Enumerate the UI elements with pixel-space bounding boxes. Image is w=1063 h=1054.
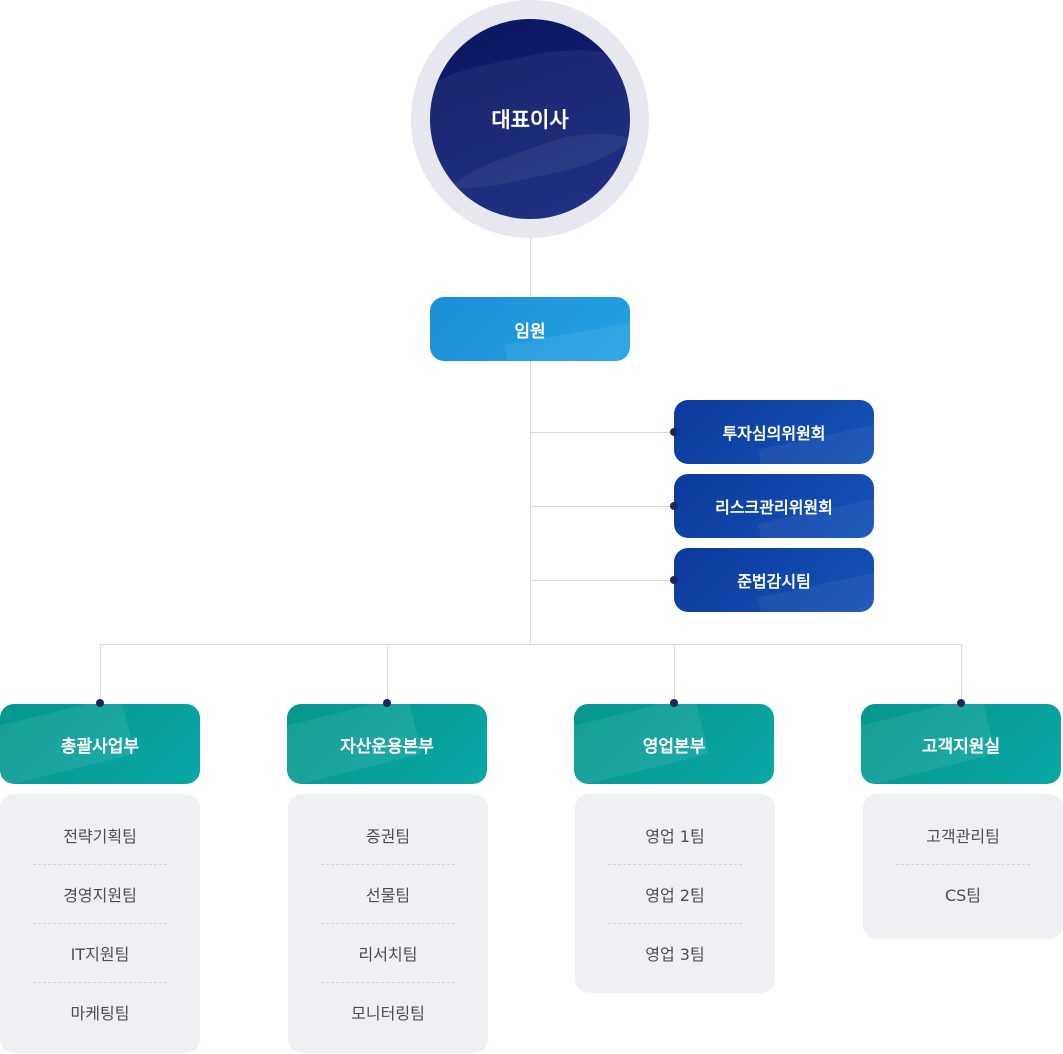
committee-compliance: 준법감시팀 [674, 548, 874, 612]
division-general-business: 총괄사업부 [0, 704, 200, 784]
committee-label: 리스크관리위원회 [715, 498, 833, 517]
team-item: 마케팅팀 [70, 1004, 130, 1023]
division-label: 고객지원실 [921, 736, 1001, 757]
division-customer-support: 고객지원실 [861, 704, 1061, 784]
team-item: 전략기획팀 [33, 806, 167, 865]
team-item: 영업 1팀 [608, 806, 742, 865]
division-asset-management: 자산운용본부 [287, 704, 487, 784]
connector-ceo-exec [530, 238, 531, 297]
ceo-node: 대표이사 [430, 19, 630, 219]
connector-division-2 [387, 644, 388, 704]
team-item: 선물팀 [321, 865, 455, 924]
division-label: 총괄사업부 [60, 736, 140, 757]
committee-label: 준법감시팀 [737, 572, 811, 591]
connector-dot [670, 576, 678, 584]
ceo-label: 대표이사 [491, 108, 569, 132]
team-item: 경영지원팀 [33, 865, 167, 924]
connector-dot [383, 699, 391, 707]
committee-label: 투자심의위원회 [722, 424, 826, 443]
connector-committee-3 [530, 580, 674, 581]
team-list-asset-management: 증권팀 선물팀 리서치팀 모니터링팀 [288, 794, 488, 1053]
connector-division-4 [961, 644, 962, 704]
team-list-sales: 영업 1팀 영업 2팀 영업 3팀 [575, 794, 775, 993]
connector-dot [670, 502, 678, 510]
team-item: IT지원팀 [33, 924, 167, 983]
connector-division-1 [100, 644, 101, 704]
division-label: 영업본부 [642, 736, 706, 757]
team-item: 리서치팀 [321, 924, 455, 983]
connector-division-3 [674, 644, 675, 704]
division-sales: 영업본부 [574, 704, 774, 784]
connector-exec-trunk [530, 361, 531, 644]
team-item: CS팀 [944, 886, 982, 905]
team-item: 고객관리팀 [896, 806, 1030, 865]
team-item: 영업 3팀 [645, 945, 705, 964]
connector-dot [670, 428, 678, 436]
connector-dot [957, 699, 965, 707]
team-item: 증권팀 [321, 806, 455, 865]
connector-division-bus [100, 644, 962, 645]
committee-risk-management: 리스크관리위원회 [674, 474, 874, 538]
executive-label: 임원 [514, 321, 546, 342]
division-label: 자산운용본부 [340, 736, 434, 757]
executive-node: 임원 [430, 297, 630, 361]
committee-investment-review: 투자심의위원회 [674, 400, 874, 464]
connector-dot [96, 699, 104, 707]
connector-committee-2 [530, 506, 674, 507]
team-item: 모니터링팀 [351, 1004, 425, 1023]
team-item: 영업 2팀 [608, 865, 742, 924]
connector-committee-1 [530, 432, 674, 433]
team-list-customer-support: 고객관리팀 CS팀 [863, 794, 1063, 939]
connector-dot [670, 699, 678, 707]
team-list-general-business: 전략기획팀 경영지원팀 IT지원팀 마케팅팀 [0, 794, 200, 1053]
